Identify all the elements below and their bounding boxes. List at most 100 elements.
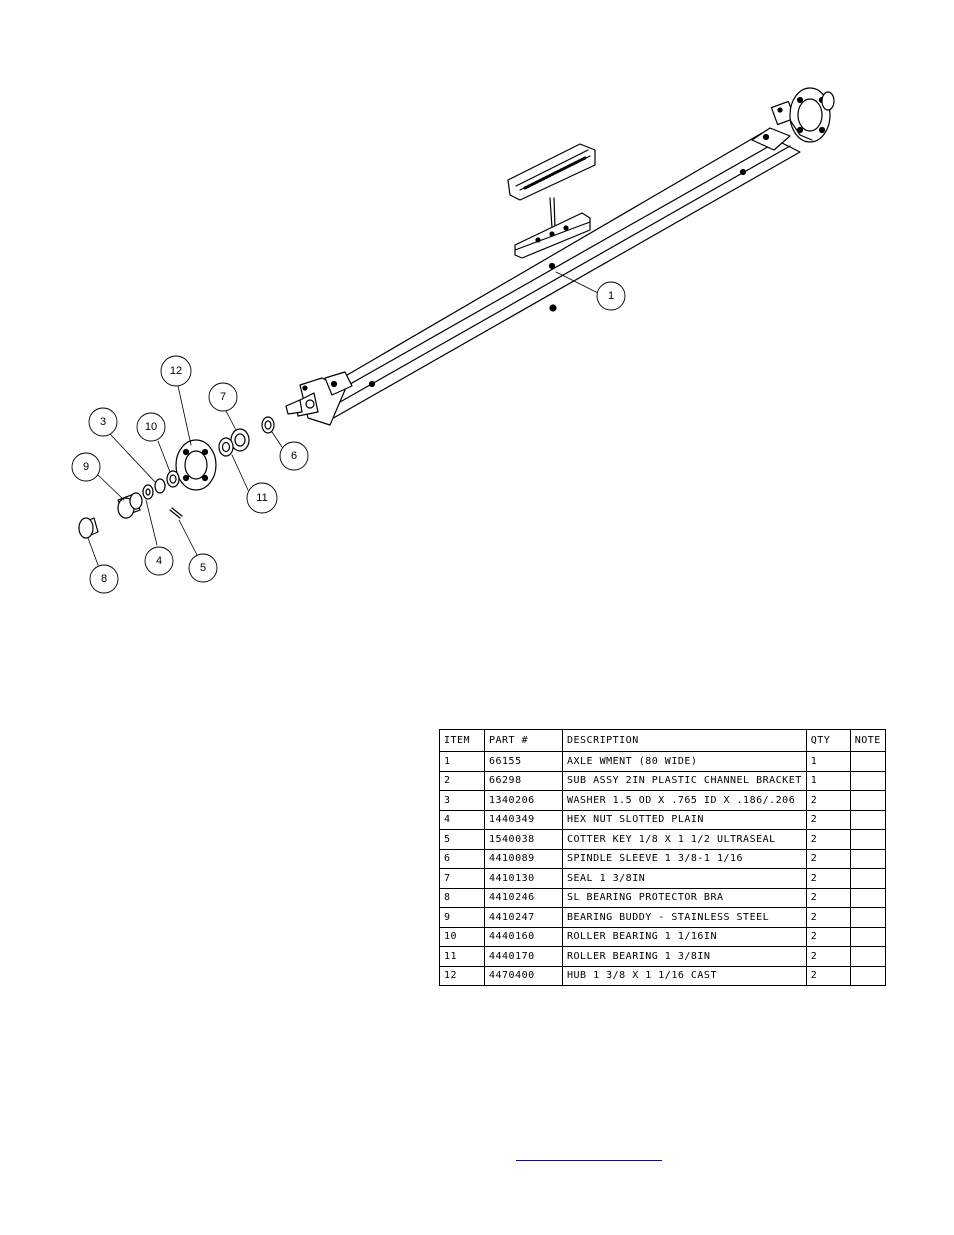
cell-qty: 2 bbox=[805, 926, 851, 947]
cell-qty: 2 bbox=[805, 848, 851, 869]
cell-item: 3 bbox=[439, 790, 485, 811]
cell-item: 9 bbox=[439, 907, 485, 928]
callout-7: 7 bbox=[208, 382, 238, 412]
callout-10-label: 10 bbox=[145, 421, 157, 433]
callout-12-label: 12 bbox=[170, 365, 182, 377]
cell-description: ROLLER BEARING 1 1/16IN bbox=[562, 926, 807, 947]
callout-9: 9 bbox=[71, 452, 101, 482]
cell-qty: 2 bbox=[805, 946, 851, 967]
cell-qty: 1 bbox=[805, 751, 851, 772]
cell-part: 4410246 bbox=[484, 887, 563, 908]
cell-description: HUB 1 3/8 X 1 1/16 CAST bbox=[562, 965, 807, 986]
cell-part: 4440170 bbox=[484, 946, 563, 967]
callout-12: 12 bbox=[160, 355, 192, 387]
callout-1: 1 bbox=[596, 281, 626, 311]
header-item: ITEM bbox=[439, 729, 485, 752]
header-description: DESCRIPTION bbox=[562, 729, 807, 752]
cell-note bbox=[849, 790, 886, 811]
cell-qty: 2 bbox=[805, 790, 851, 811]
cell-item: 4 bbox=[439, 809, 485, 830]
cell-note bbox=[849, 887, 886, 908]
callout-6: 6 bbox=[279, 441, 309, 471]
callout-9-label: 9 bbox=[83, 461, 89, 473]
cell-note bbox=[849, 770, 886, 791]
cell-note bbox=[849, 829, 886, 850]
callout-5: 5 bbox=[188, 553, 218, 583]
cell-description: SPINDLE SLEEVE 1 3/8-1 1/16 bbox=[562, 848, 807, 869]
cell-part: 4410089 bbox=[484, 848, 563, 869]
cell-part: 1340206 bbox=[484, 790, 563, 811]
cell-description: SL BEARING PROTECTOR BRA bbox=[562, 887, 807, 908]
callout-bubbles: 1 12 7 3 10 6 9 11 4 5 8 bbox=[71, 281, 626, 594]
cell-description: SEAL 1 3/8IN bbox=[562, 868, 807, 889]
callout-5-label: 5 bbox=[200, 562, 206, 574]
cell-note bbox=[849, 848, 886, 869]
callout-7-label: 7 bbox=[220, 391, 226, 403]
callout-11-label: 11 bbox=[256, 492, 267, 504]
cell-note bbox=[849, 868, 886, 889]
footer-link[interactable] bbox=[516, 1148, 662, 1161]
callout-1-label: 1 bbox=[608, 290, 614, 302]
header-note: NOTE bbox=[849, 729, 886, 752]
cell-qty: 2 bbox=[805, 829, 851, 850]
left-spindle-assembly bbox=[285, 371, 353, 426]
cell-note bbox=[849, 809, 886, 830]
callout-3: 3 bbox=[88, 407, 118, 437]
cell-item: 8 bbox=[439, 887, 485, 908]
cell-note bbox=[849, 965, 886, 986]
callout-6-label: 6 bbox=[291, 450, 297, 462]
cell-description: ROLLER BEARING 1 3/8IN bbox=[562, 946, 807, 967]
cell-item: 12 bbox=[439, 965, 485, 986]
cell-item: 10 bbox=[439, 926, 485, 947]
cell-qty: 2 bbox=[805, 907, 851, 928]
cell-item: 11 bbox=[439, 946, 485, 967]
cell-description: BEARING BUDDY - STAINLESS STEEL bbox=[562, 907, 807, 928]
cell-item: 2 bbox=[439, 770, 485, 791]
cell-description: HEX NUT SLOTTED PLAIN bbox=[562, 809, 807, 830]
callout-10: 10 bbox=[136, 412, 166, 442]
cell-item: 1 bbox=[439, 751, 485, 772]
callout-8-label: 8 bbox=[101, 573, 107, 585]
cell-qty: 2 bbox=[805, 887, 851, 908]
plastic-channel-bracket bbox=[507, 143, 596, 259]
cell-description: SUB ASSY 2IN PLASTIC CHANNEL BRACKET bbox=[562, 770, 807, 791]
header-qty: QTY bbox=[805, 729, 851, 752]
cell-item: 6 bbox=[439, 848, 485, 869]
cell-note bbox=[849, 946, 886, 967]
cell-part: 66298 bbox=[484, 770, 563, 791]
cell-part: 1540038 bbox=[484, 829, 563, 850]
cell-qty: 2 bbox=[805, 868, 851, 889]
callout-3-label: 3 bbox=[100, 416, 106, 428]
cell-description: AXLE WMENT (80 WIDE) bbox=[562, 751, 807, 772]
cell-qty: 2 bbox=[805, 809, 851, 830]
right-hub-assembly bbox=[751, 87, 835, 151]
cell-part: 4470400 bbox=[484, 965, 563, 986]
cell-item: 5 bbox=[439, 829, 485, 850]
table-header-row: ITEM PART # DESCRIPTION QTY NOTE bbox=[439, 729, 886, 752]
header-part: PART # bbox=[484, 729, 563, 752]
cell-part: 4410130 bbox=[484, 868, 563, 889]
cell-part: 1440349 bbox=[484, 809, 563, 830]
cell-note bbox=[849, 907, 886, 928]
callout-4: 4 bbox=[144, 546, 174, 576]
callout-8: 8 bbox=[89, 564, 119, 594]
cell-description: COTTER KEY 1/8 X 1 1/2 ULTRASEAL bbox=[562, 829, 807, 850]
cell-part: 4410247 bbox=[484, 907, 563, 928]
exploded-assembly-drawing: 1 12 7 3 10 6 9 11 4 5 8 bbox=[71, 87, 835, 594]
callout-leaders bbox=[87, 271, 599, 566]
cell-part: 66155 bbox=[484, 751, 563, 772]
cell-part: 4440160 bbox=[484, 926, 563, 947]
